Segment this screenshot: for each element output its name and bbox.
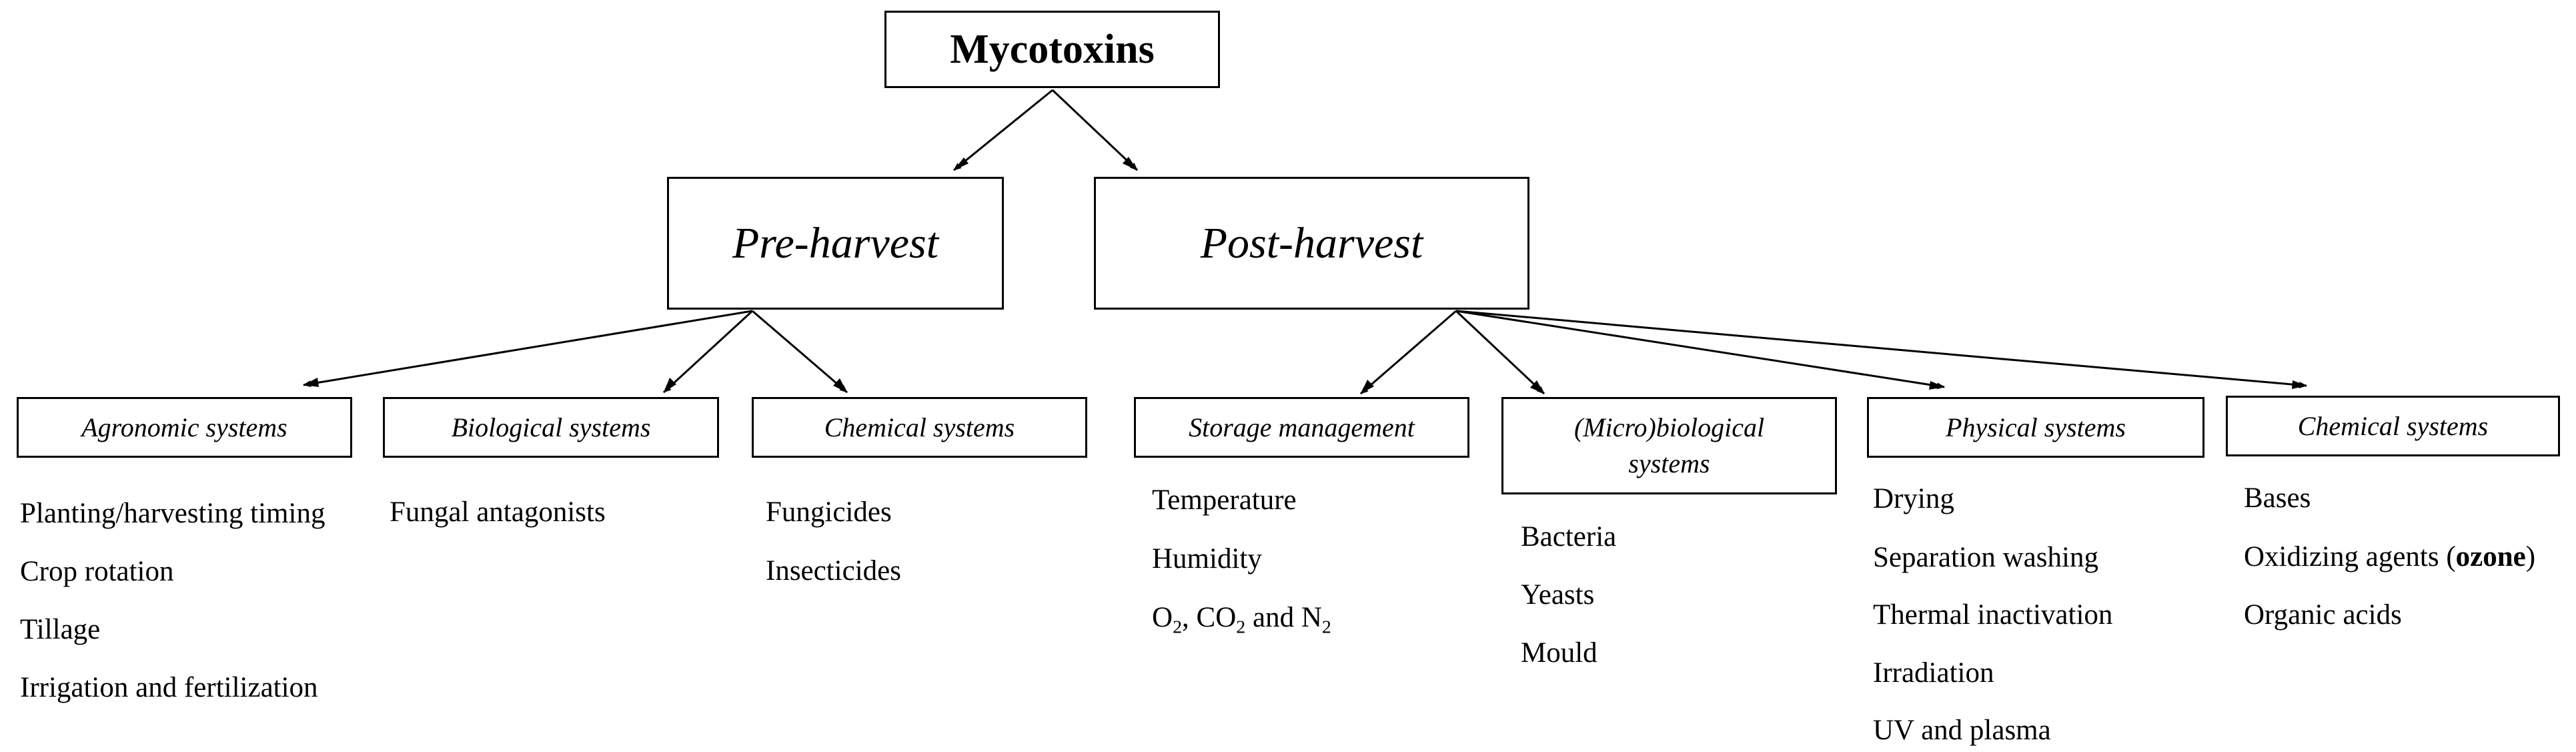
category-chemical-systems-post: Chemical systems xyxy=(2226,396,2560,456)
list-item: Mould xyxy=(1521,637,1597,669)
list-item: Oxidizing agents (ozone) xyxy=(2244,541,2536,573)
root-label: Mycotoxins xyxy=(950,26,1155,72)
category-agronomic-systems: Agronomic systems xyxy=(17,397,352,458)
category-biological-systems: Biological systems xyxy=(383,397,719,458)
category-label: Agronomic systems xyxy=(81,412,287,442)
list-item: Crop rotation xyxy=(20,556,174,587)
pre-harvest-label: Pre-harvest xyxy=(732,218,939,268)
arrow-post-to-physical xyxy=(1455,310,1945,390)
list-item: Separation washing xyxy=(1873,542,2098,573)
arrow-pre-to-agronomic xyxy=(303,310,753,388)
arrow-post-to-storage xyxy=(1360,310,1457,395)
category-label: Chemical systems xyxy=(824,412,1015,442)
category-label: Chemical systems xyxy=(2297,410,2489,441)
list-item: Temperature xyxy=(1152,484,1297,516)
list-item: Fungicides xyxy=(766,496,892,528)
list-item: Planting/harvesting timing xyxy=(20,498,326,529)
list-item: Fungal antagonists xyxy=(390,496,606,528)
list-item: Humidity xyxy=(1152,543,1262,575)
list-item: Bases xyxy=(2244,482,2311,514)
arrow-root-to-post xyxy=(1051,89,1139,171)
arrow-post-to-chemical xyxy=(1455,310,2307,389)
category-physical-systems: Physical systems xyxy=(1867,397,2204,458)
list-item: UV and plasma xyxy=(1873,715,2051,746)
category-label: Storage management xyxy=(1189,412,1415,442)
list-item: Tillage xyxy=(20,614,101,645)
list-item: Irrigation and fertilization xyxy=(20,672,318,703)
category-storage-management: Storage management xyxy=(1134,397,1469,458)
category-chemical-systems-pre: Chemical systems xyxy=(752,397,1087,458)
category-microbiological-systems: (Micro)biological systems xyxy=(1501,397,1837,494)
list-item: Irradiation xyxy=(1873,657,1994,689)
post-harvest-label: Post-harvest xyxy=(1200,218,1423,268)
list-item: Yeasts xyxy=(1521,579,1595,611)
arrow-root-to-pre xyxy=(953,89,1053,171)
list-item: Organic acids xyxy=(2244,599,2402,631)
list-item: Thermal inactivation xyxy=(1873,599,2113,631)
list-item: O2, CO2 and N2 xyxy=(1152,602,1331,638)
post-harvest-node: Post-harvest xyxy=(1094,177,1529,310)
arrow-pre-to-biological xyxy=(662,310,754,394)
arrow-post-to-microbiological xyxy=(1455,310,1545,395)
category-label: (Micro)biological systems xyxy=(1573,412,1765,478)
category-label: Physical systems xyxy=(1946,412,2126,442)
root-node: Mycotoxins xyxy=(884,11,1220,88)
pre-harvest-node: Pre-harvest xyxy=(667,177,1004,310)
category-label: Biological systems xyxy=(451,412,651,442)
list-item: Drying xyxy=(1873,483,1954,514)
arrow-pre-to-chemical xyxy=(752,310,848,394)
list-item: Bacteria xyxy=(1521,521,1617,552)
list-item: Insecticides xyxy=(766,555,901,587)
